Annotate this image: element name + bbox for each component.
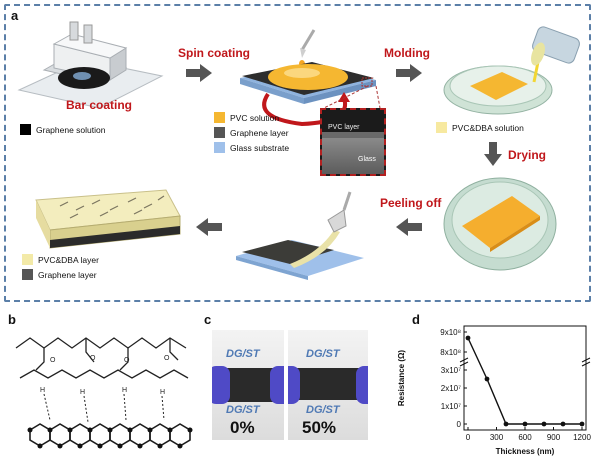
photo-film-right xyxy=(288,368,368,400)
svg-text:H: H xyxy=(40,387,45,394)
x-tick-label: 600 xyxy=(518,433,532,442)
y-tick-label: 8x10⁸ xyxy=(440,348,461,357)
legend-pvc-dba-layer: PVC&DBA layer xyxy=(22,254,99,265)
step-peeling-off: Peeling off xyxy=(380,196,442,210)
panel-b-label: b xyxy=(8,312,16,327)
axis-break-mark xyxy=(459,361,469,367)
svg-text:H: H xyxy=(80,389,85,396)
legend-swatch-blue xyxy=(214,142,225,153)
legend-pvc-dba-solution-label: PVC&DBA solution xyxy=(452,122,524,133)
chart-frame xyxy=(463,325,587,431)
legend-pvc-dba-solution: PVC&DBA solution xyxy=(436,122,524,133)
panel-a-frame xyxy=(4,4,591,302)
data-point xyxy=(560,421,566,427)
legend-glass-substrate: Glass substrate xyxy=(214,142,289,153)
y-axis-label: Resistance (Ω) xyxy=(397,350,406,407)
legend-glass-substrate-label: Glass substrate xyxy=(230,142,290,153)
sem-pvc-label: PVC layer xyxy=(328,124,360,131)
final-film-illustration xyxy=(35,189,181,249)
panel-d-label: d xyxy=(412,312,420,327)
panel-c-label: c xyxy=(204,312,212,327)
x-axis-label: Thickness (nm) xyxy=(496,447,555,456)
glove-left xyxy=(212,366,230,404)
legend-graphene-solution-label: Graphene solution xyxy=(36,124,106,135)
y-tick-label: 0 xyxy=(457,420,462,429)
arrow-left-icon xyxy=(196,218,222,236)
legend-graphene-layer-label: Graphene layer xyxy=(230,127,289,138)
series-line xyxy=(467,337,582,425)
sem-glass-label: Glass xyxy=(358,156,376,163)
spin-legend: PVC solution Graphene layer Glass substr… xyxy=(214,112,289,153)
molding-dish-illustration xyxy=(443,26,580,115)
photo-stretched: DG/ST DG/ST 50% xyxy=(288,330,368,440)
legend-swatch-black xyxy=(20,124,31,135)
dried-dish-illustration xyxy=(443,177,557,271)
legend-graphene-layer-final: Graphene layer xyxy=(22,269,99,280)
panel-a-label: a xyxy=(11,8,19,23)
photo-brand-bottom-right: DG/ST xyxy=(306,404,340,416)
svg-text:H: H xyxy=(160,389,165,396)
sem-inset: PVC layer Glass xyxy=(320,108,386,176)
zoom-connector xyxy=(323,85,381,109)
axis-break-mark xyxy=(581,357,591,363)
y-tick-label: 1x10⁷ xyxy=(441,402,461,411)
x-tick-label: 900 xyxy=(547,433,561,442)
step-spin-coating: Spin coating xyxy=(178,46,250,60)
arrow-right-icon xyxy=(186,64,212,82)
step-bar-coating: Bar coating xyxy=(66,98,133,112)
x-tick-label: 1200 xyxy=(573,433,591,442)
final-legend: PVC&DBA layer Graphene layer xyxy=(22,254,99,280)
data-point xyxy=(541,421,547,427)
step-drying: Drying xyxy=(508,148,547,162)
legend-swatch-darkgray xyxy=(22,269,33,280)
legend-pvc-solution-label: PVC solution xyxy=(230,112,280,123)
glove-left-stretched xyxy=(288,366,300,404)
axis-break-mark xyxy=(459,357,469,363)
arrow-down-icon xyxy=(484,142,502,166)
step-molding: Molding xyxy=(384,46,430,60)
y-tick-label: 3x10⁷ xyxy=(441,366,461,375)
legend-swatch-gray xyxy=(214,127,225,138)
svg-text:O: O xyxy=(90,355,96,362)
spin-coater-illustration xyxy=(240,29,376,127)
legend-swatch-lightyellow xyxy=(436,122,447,133)
legend-swatch-orange xyxy=(214,112,225,123)
photo-brand-top-right: DG/ST xyxy=(306,348,340,360)
data-point xyxy=(522,421,528,427)
x-tick-label: 0 xyxy=(466,433,471,442)
legend-swatch-cream xyxy=(22,254,33,265)
legend-graphene-solution: Graphene solution xyxy=(20,124,105,135)
axis-break-mark xyxy=(581,361,591,367)
molecular-structure-illustration: O O O O H H H H xyxy=(15,337,193,449)
y-tick-label: 2x10⁷ xyxy=(441,384,461,393)
legend-graphene-layer-final-label: Graphene layer xyxy=(38,269,97,280)
photo-brand-top-left: DG/ST xyxy=(226,348,260,360)
svg-text:H: H xyxy=(122,387,127,394)
svg-text:O: O xyxy=(164,355,170,362)
sem-graphene-band xyxy=(322,132,384,138)
glove-right-stretched xyxy=(356,366,368,404)
data-point xyxy=(503,421,509,427)
photo-unstretched: DG/ST DG/ST 0% xyxy=(212,330,284,440)
legend-pvc-dba-layer-label: PVC&DBA layer xyxy=(38,254,99,265)
data-point xyxy=(465,335,471,341)
photo-brand-bottom-left: DG/ST xyxy=(226,404,260,416)
strain-50-label: 50% xyxy=(302,418,337,437)
peeling-illustration xyxy=(236,191,364,280)
data-point xyxy=(484,376,490,382)
x-tick-label: 300 xyxy=(490,433,504,442)
svg-text:O: O xyxy=(50,357,56,364)
legend-pvc-solution: PVC solution xyxy=(214,112,289,123)
strain-0-label: 0% xyxy=(230,418,255,437)
y-tick-label: 9x10⁸ xyxy=(440,328,461,337)
resistance-chart: 0 1x10⁷ 2x10⁷ 3x10⁷ 8x10⁸ 9x10⁸ 0 300 600 900 1200… xyxy=(397,325,591,456)
glove-right xyxy=(270,366,284,404)
sem-glass-region xyxy=(322,138,384,174)
bar-coater-illustration xyxy=(17,21,164,109)
legend-graphene-layer: Graphene layer xyxy=(214,127,289,138)
data-point xyxy=(579,421,585,427)
svg-text:O: O xyxy=(124,357,130,364)
arrow-left-icon xyxy=(396,218,422,236)
arrow-right-icon xyxy=(396,64,422,82)
